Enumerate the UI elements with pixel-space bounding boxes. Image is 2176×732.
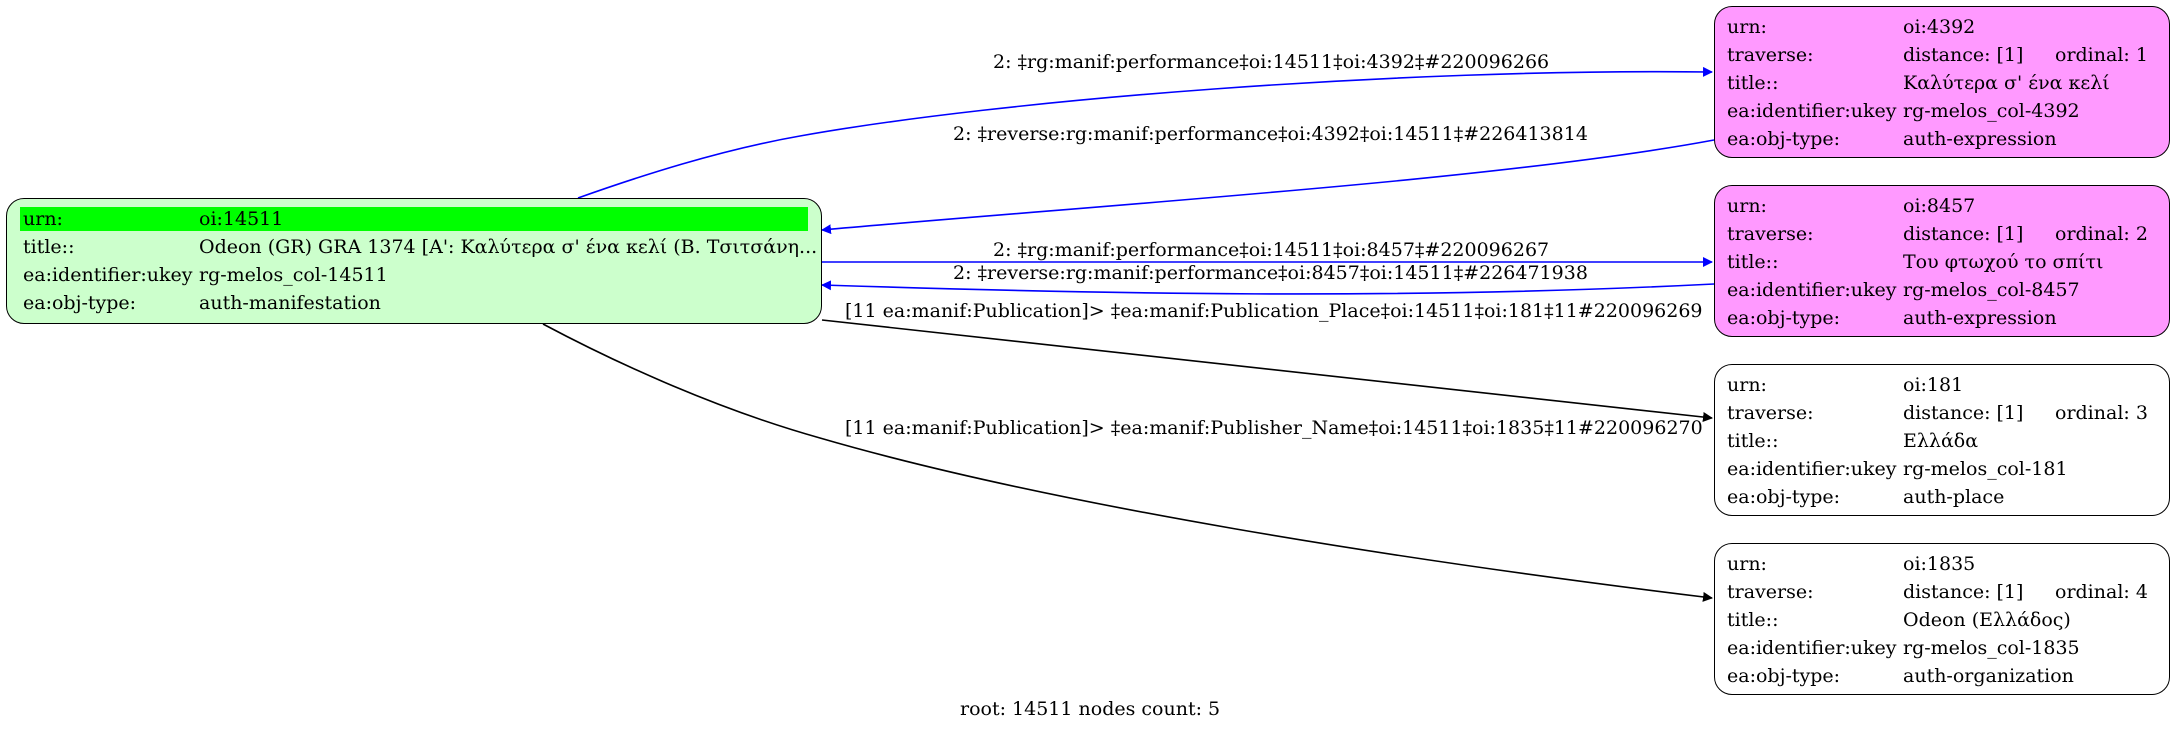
node-key: urn: [1727, 374, 1767, 396]
node-key: ea:identifier:ukey [1727, 100, 1897, 122]
edge-publisher-name [542, 323, 1713, 602]
node-value: oi:1835 [1903, 553, 1976, 575]
edge-publication-place [821, 319, 1713, 422]
node-key: traverse: [1727, 44, 1814, 66]
node-value: Odeon (Ελλάδος) [1903, 609, 2071, 631]
node-key: urn: [1727, 16, 1767, 38]
edge-reverse-performance-4392 [821, 139, 1715, 235]
node-value: auth-expression [1903, 128, 2057, 150]
node-key: traverse: [1727, 402, 1814, 424]
node-key: ea:identifier:ukey [1727, 458, 1897, 480]
node-oi-8457[interactable]: urn: oi:8457 traverse: distance: [1] ordina… [1714, 185, 2170, 337]
node-value: distance: [1] [1903, 223, 2024, 245]
root-node-key: title:: [23, 236, 75, 258]
node-value: rg-melos_col-181 [1903, 458, 2068, 480]
node-key: title:: [1727, 609, 1779, 631]
node-value: distance: [1] [1903, 581, 2024, 603]
node-key: title:: [1727, 251, 1779, 273]
edge-performance-4392 [577, 66, 1713, 199]
node-value: auth-place [1903, 486, 2005, 508]
node-value: distance: [1] [1903, 44, 2024, 66]
node-key: ea:identifier:ukey [1727, 279, 1897, 301]
node-value: Του φτωχού το σπίτι [1903, 251, 2104, 273]
root-node-value: oi:14511 [199, 208, 284, 230]
node-value: auth-organization [1903, 665, 2074, 687]
node-key: traverse: [1727, 223, 1814, 245]
node-key: title:: [1727, 430, 1779, 452]
node-key: urn: [1727, 553, 1767, 575]
root-node-urn-value-highlight [196, 207, 808, 231]
root-node-key: ea:obj-type: [23, 292, 137, 314]
node-key: title:: [1727, 72, 1779, 94]
node-ordinal: ordinal: 4 [2055, 581, 2148, 603]
node-value: rg-melos_col-1835 [1903, 637, 2080, 659]
root-node-key: urn: [23, 208, 63, 230]
root-node-value: rg-melos_col-14511 [199, 264, 388, 286]
root-node-value: Odeon (GR) GRA 1374 [A': Καλύτερα σ' ένα… [199, 236, 818, 258]
root-node-key: ea:identifier:ukey [23, 264, 193, 286]
node-oi-4392[interactable]: urn: oi:4392 traverse: distance: [1] ordina… [1714, 6, 2170, 158]
node-key: ea:obj-type: [1727, 307, 1841, 329]
edge-label-reverse-performance-4392: 2: ‡reverse:rg:manif:performance‡oi:4392… [953, 123, 1588, 145]
node-ordinal: ordinal: 3 [2055, 402, 2148, 424]
root-node[interactable]: urn: oi:14511 title:: Odeon (GR) GRA 137… [6, 198, 822, 324]
node-value: oi:181 [1903, 374, 1964, 396]
edge-label-reverse-performance-8457: 2: ‡reverse:rg:manif:performance‡oi:8457… [953, 262, 1588, 284]
node-value: distance: [1] [1903, 402, 2024, 424]
node-key: ea:obj-type: [1727, 486, 1841, 508]
node-key: ea:obj-type: [1727, 665, 1841, 687]
edge-reverse-performance-8457 [821, 280, 1715, 295]
edge-label-performance-4392: 2: ‡rg:manif:performance‡oi:14511‡oi:439… [993, 51, 1550, 73]
edge-label-performance-8457: 2: ‡rg:manif:performance‡oi:14511‡oi:845… [993, 239, 1550, 261]
node-value: Καλύτερα σ' ένα κελί [1903, 72, 2110, 94]
edge-label-publisher-name: [11 ea:manif:Publication]> ‡ea:manif:Pub… [845, 417, 1703, 439]
node-value: rg-melos_col-8457 [1903, 279, 2080, 301]
node-value: oi:8457 [1903, 195, 1976, 217]
node-key: ea:obj-type: [1727, 128, 1841, 150]
node-value: auth-expression [1903, 307, 2057, 329]
graph-footer: root: 14511 nodes count: 5 [960, 698, 1221, 720]
edge-label-publication-place: [11 ea:manif:Publication]> ‡ea:manif:Pub… [845, 300, 1703, 322]
root-node-urn-key-highlight [20, 207, 198, 231]
node-key: traverse: [1727, 581, 1814, 603]
node-value: rg-melos_col-4392 [1903, 100, 2080, 122]
node-oi-181[interactable]: urn: oi:181 traverse: distance: [1] ordinal… [1714, 364, 2170, 516]
root-node-value: auth-manifestation [199, 292, 381, 314]
node-value: oi:4392 [1903, 16, 1976, 38]
node-ordinal: ordinal: 2 [2055, 223, 2148, 245]
node-oi-1835[interactable]: urn: oi:1835 traverse: distance: [1] ordina… [1714, 543, 2170, 695]
node-key: urn: [1727, 195, 1767, 217]
node-key: ea:identifier:ukey [1727, 637, 1897, 659]
node-ordinal: ordinal: 1 [2055, 44, 2148, 66]
node-value: Ελλάδα [1903, 430, 1979, 452]
